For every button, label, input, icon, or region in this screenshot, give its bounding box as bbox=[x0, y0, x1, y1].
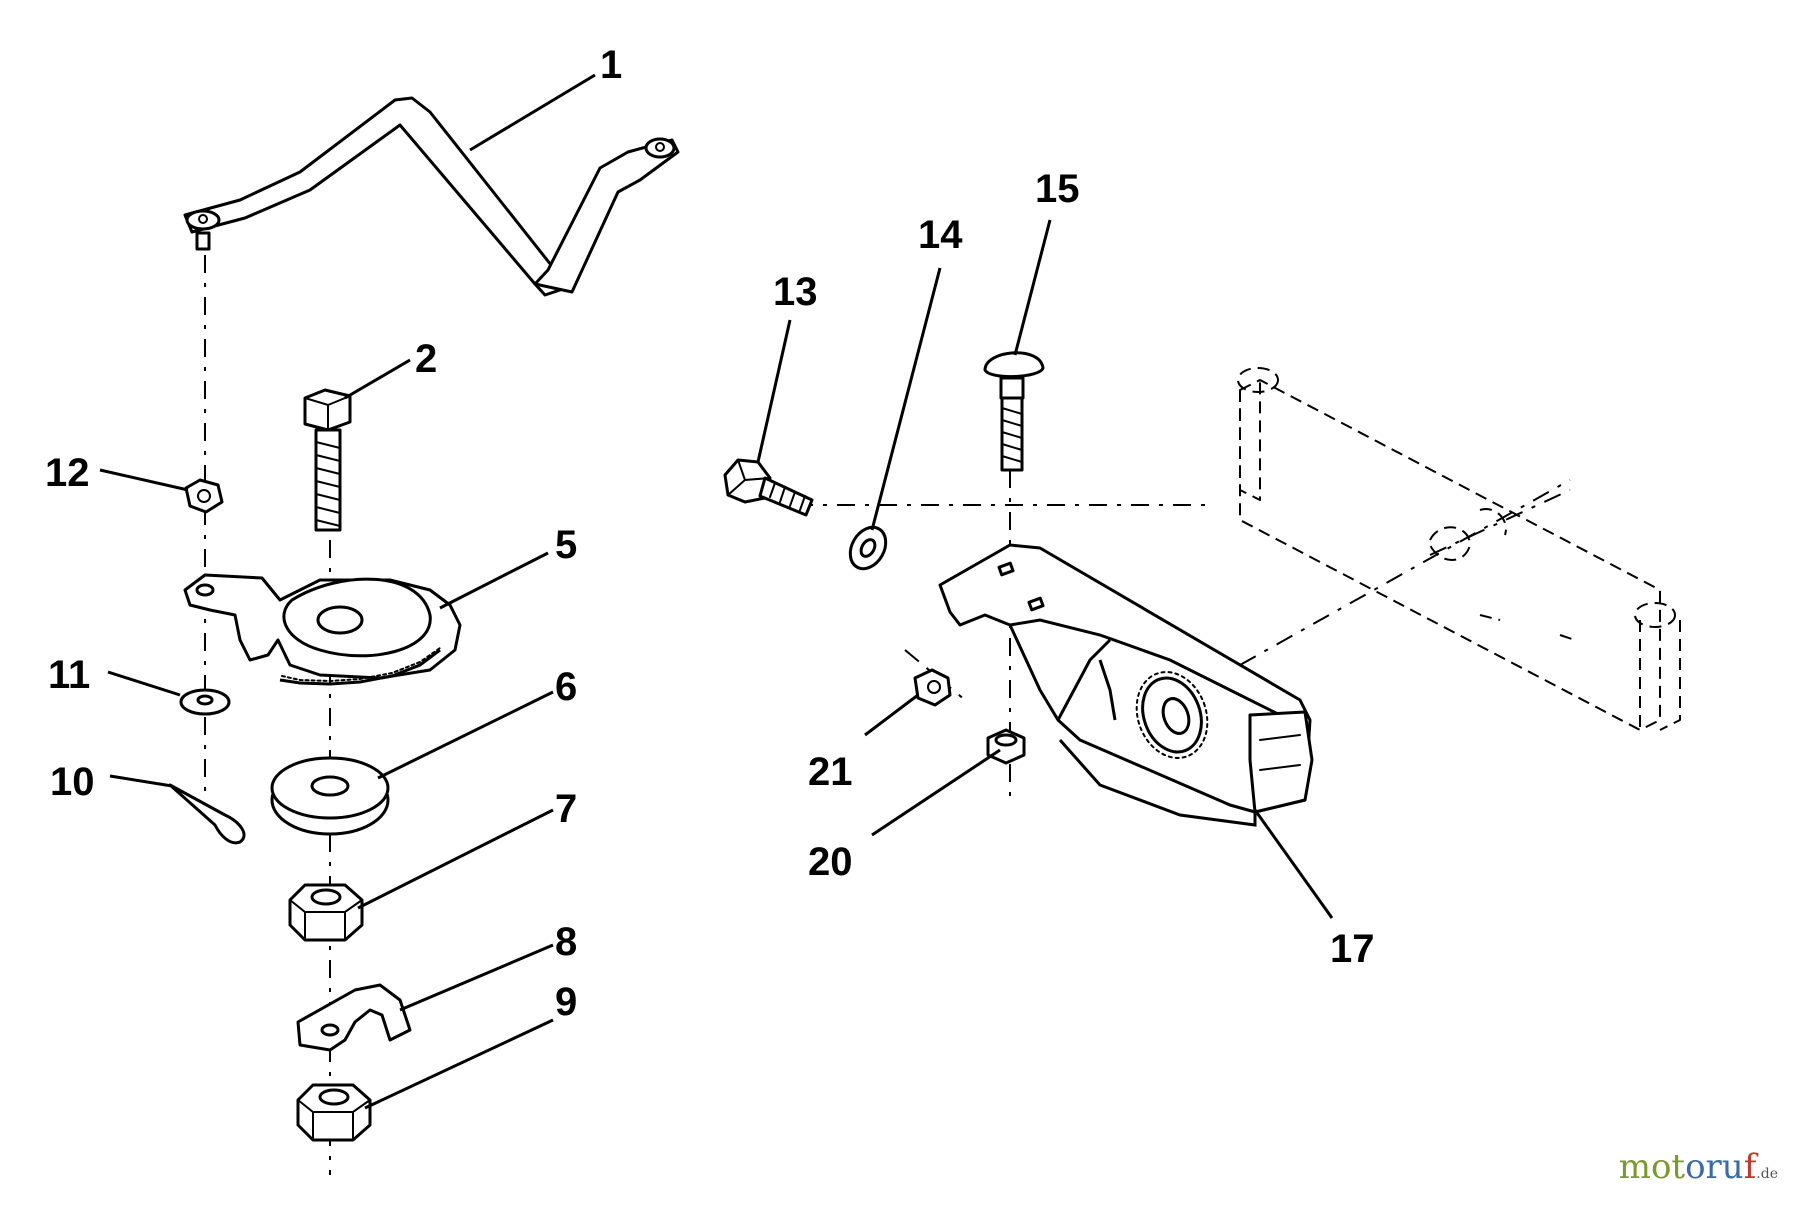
part-7-hex-nut bbox=[288, 883, 364, 942]
part-2-hex-bolt bbox=[303, 388, 352, 532]
part-13-hex-bolt bbox=[723, 458, 814, 517]
part-8-clip-bracket bbox=[296, 983, 412, 1052]
callout-9: 9 bbox=[555, 980, 577, 1024]
callout-14: 14 bbox=[918, 213, 963, 257]
part-17-bracket bbox=[938, 543, 1314, 827]
callout-12: 12 bbox=[45, 451, 90, 495]
callout-2: 2 bbox=[415, 337, 437, 381]
callout-5: 5 bbox=[555, 523, 577, 567]
callout-20: 20 bbox=[808, 840, 853, 884]
watermark-part-2: oru bbox=[1685, 1147, 1744, 1187]
watermark-part-3: f bbox=[1743, 1147, 1757, 1187]
part-6-flat-disc bbox=[270, 756, 390, 836]
callout-15: 15 bbox=[1035, 167, 1080, 211]
callout-13: 13 bbox=[773, 270, 818, 314]
callout-6: 6 bbox=[555, 665, 577, 709]
callout-11: 11 bbox=[48, 653, 90, 697]
callout-1: 1 bbox=[600, 43, 622, 87]
phantom-frame-outline bbox=[1237, 367, 1681, 731]
part-5-gear-quadrant bbox=[183, 573, 462, 686]
part-11-washer bbox=[179, 688, 231, 716]
part-1-shift-rod bbox=[183, 96, 680, 297]
callout-17: 17 bbox=[1330, 927, 1375, 971]
watermark-logo: motoruf.de bbox=[1619, 1147, 1778, 1187]
part-15-carriage-bolt bbox=[983, 351, 1045, 472]
callout-labels: 1 2 5 6 7 8 9 10 11 12 13 14 15 17 20 21 bbox=[45, 43, 1375, 1024]
callout-7: 7 bbox=[555, 787, 577, 831]
leader-lines bbox=[99, 73, 1334, 1110]
part-9-hex-nut bbox=[296, 1083, 372, 1142]
part-21-nut bbox=[913, 668, 952, 707]
watermark-tld: .de bbox=[1756, 1166, 1778, 1182]
callout-8: 8 bbox=[555, 920, 577, 964]
assembly-axes bbox=[204, 255, 1571, 1175]
watermark-part-1: mot bbox=[1618, 1147, 1686, 1187]
callout-21: 21 bbox=[808, 750, 853, 794]
part-14-washer bbox=[848, 525, 888, 571]
part-20-nut bbox=[986, 728, 1026, 765]
part-10-cotter-pin bbox=[168, 783, 246, 845]
part-12-small-nut bbox=[184, 478, 224, 514]
callout-10: 10 bbox=[50, 760, 95, 804]
